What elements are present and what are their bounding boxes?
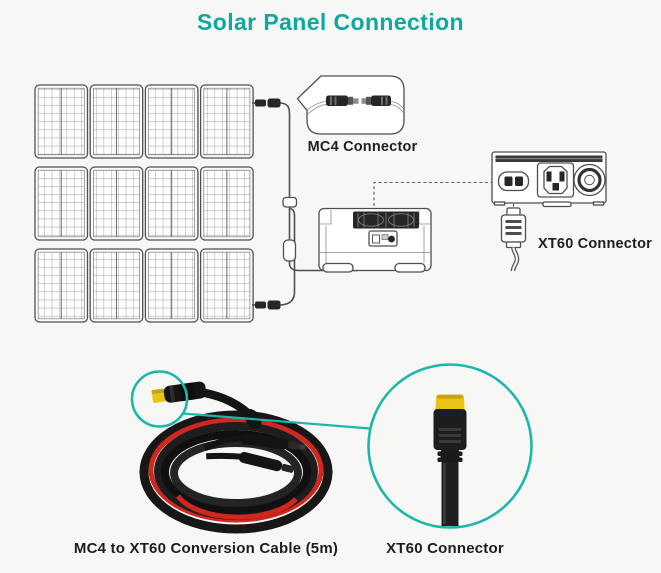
conversion-cable-label: MC4 to XT60 Conversion Cable (5m) (73, 540, 339, 557)
xt60-plug-illustration (500, 207, 527, 272)
highlight-circle-small (130, 370, 189, 428)
mc4-connector-pair-icon (296, 75, 405, 135)
callout-line (182, 412, 371, 430)
coiled-cable-illustration (139, 381, 333, 534)
xt60-connector-bottom-label: XT60 Connector (386, 540, 504, 557)
xt60-cable-end-icon (151, 381, 207, 403)
xt60-connector-closeup-illustration (433, 394, 467, 526)
power-station-illustration (318, 207, 432, 273)
xt60-connector-label: XT60 Connector (538, 236, 652, 252)
mc4-output-connector-icon (252, 98, 281, 310)
highlight-circle-large (367, 363, 533, 529)
page-title: Solar Panel Connection (197, 9, 464, 35)
solar-panel-array-icon (34, 84, 254, 323)
mc4-connector-label: MC4 Connector (307, 139, 418, 155)
input-panel-illustration (491, 151, 607, 208)
